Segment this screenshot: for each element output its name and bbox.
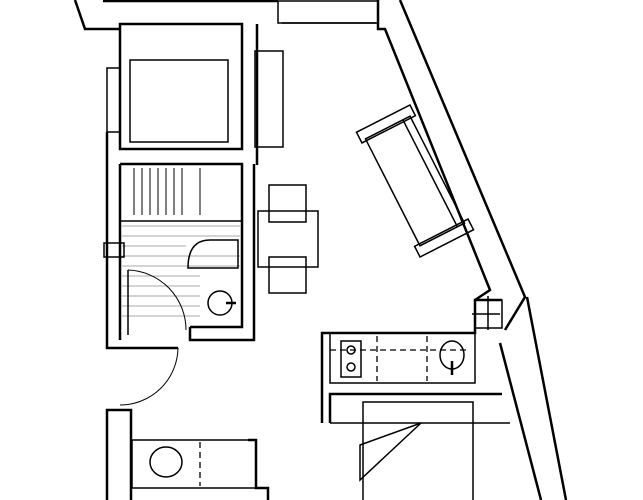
window-top: [277, 0, 379, 24]
dining-set: [257, 184, 319, 294]
bed-cover-fold: [359, 422, 422, 482]
closet: [106, 22, 244, 151]
bathroom-door: [103, 242, 187, 335]
chair: [268, 184, 307, 223]
wardrobe: [254, 50, 284, 148]
table: [257, 210, 319, 268]
floor-hatch: [122, 225, 240, 317]
bedroom: [328, 392, 510, 500]
entry-door: [119, 346, 179, 406]
washer: [149, 446, 183, 478]
exterior-walls: [73, 0, 568, 500]
laundry: [105, 408, 270, 500]
chair: [268, 256, 307, 294]
bathroom: [103, 132, 256, 350]
window-side: [472, 296, 503, 330]
sofa: [355, 104, 475, 258]
bed: [362, 401, 474, 500]
toilet: [187, 239, 239, 269]
shower: [120, 168, 242, 222]
hob: [340, 340, 362, 378]
kitchen: [320, 296, 503, 423]
